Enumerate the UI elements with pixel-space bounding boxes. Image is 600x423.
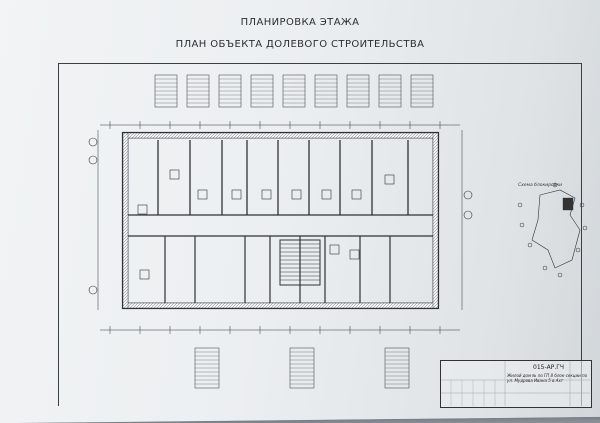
fixture-9 bbox=[329, 244, 340, 255]
blocking-scheme-label: Схема блокировки bbox=[518, 183, 563, 188]
scheme-bubble-8 bbox=[552, 182, 558, 188]
blocking-scheme-marker bbox=[562, 197, 574, 211]
fixture-0 bbox=[197, 189, 208, 200]
axis-bubble-0 bbox=[88, 137, 98, 147]
scheme-bubble-6 bbox=[582, 225, 588, 231]
drawing-frame bbox=[58, 63, 582, 406]
floor-plan-drawing bbox=[88, 74, 590, 406]
hatched-wall-1 bbox=[122, 302, 439, 309]
fixture-7 bbox=[169, 169, 180, 180]
axis-bubble-4 bbox=[463, 210, 473, 220]
scheme-bubble-2 bbox=[527, 242, 533, 248]
hatched-wall-0 bbox=[122, 132, 439, 139]
hatched-wall-2 bbox=[122, 132, 129, 309]
fixture-3 bbox=[291, 189, 302, 200]
fixture-1 bbox=[231, 189, 242, 200]
title-block-stamp: 015-АР.ГЧ Жилой дом № по ГП 8 блок-секци… bbox=[440, 360, 592, 408]
scheme-bubble-4 bbox=[557, 272, 563, 278]
axis-bubble-1 bbox=[88, 155, 98, 165]
object-plan-heading: ПЛАН ОБЪЕКТА ДОЛЕВОГО СТРОИТЕЛЬСТВА bbox=[175, 39, 425, 50]
fixture-4 bbox=[321, 189, 332, 200]
axis-bubble-2 bbox=[88, 285, 98, 295]
stamp-description: Жилой дом № по ГП 8 блок-секции по ул. М… bbox=[507, 373, 588, 383]
scheme-bubble-7 bbox=[579, 202, 585, 208]
fixture-2 bbox=[261, 189, 272, 200]
scheme-bubble-5 bbox=[575, 247, 581, 253]
scheme-bubble-3 bbox=[542, 265, 548, 271]
fixture-8 bbox=[384, 174, 395, 185]
fixture-6 bbox=[137, 204, 148, 215]
fixture-5 bbox=[351, 189, 362, 200]
axis-bubble-3 bbox=[463, 190, 473, 200]
scheme-bubble-0 bbox=[517, 202, 523, 208]
hatched-wall-3 bbox=[432, 132, 439, 309]
fixture-11 bbox=[139, 269, 150, 280]
stair-shaft bbox=[279, 239, 321, 286]
scheme-bubble-1 bbox=[519, 222, 525, 228]
stamp-code: 015-АР.ГЧ bbox=[533, 364, 565, 371]
blocking-scheme-outline bbox=[531, 189, 581, 269]
fixture-10 bbox=[349, 249, 360, 260]
floor-plan-heading: ПЛАНИРОВКА ЭТАЖА bbox=[240, 17, 360, 28]
